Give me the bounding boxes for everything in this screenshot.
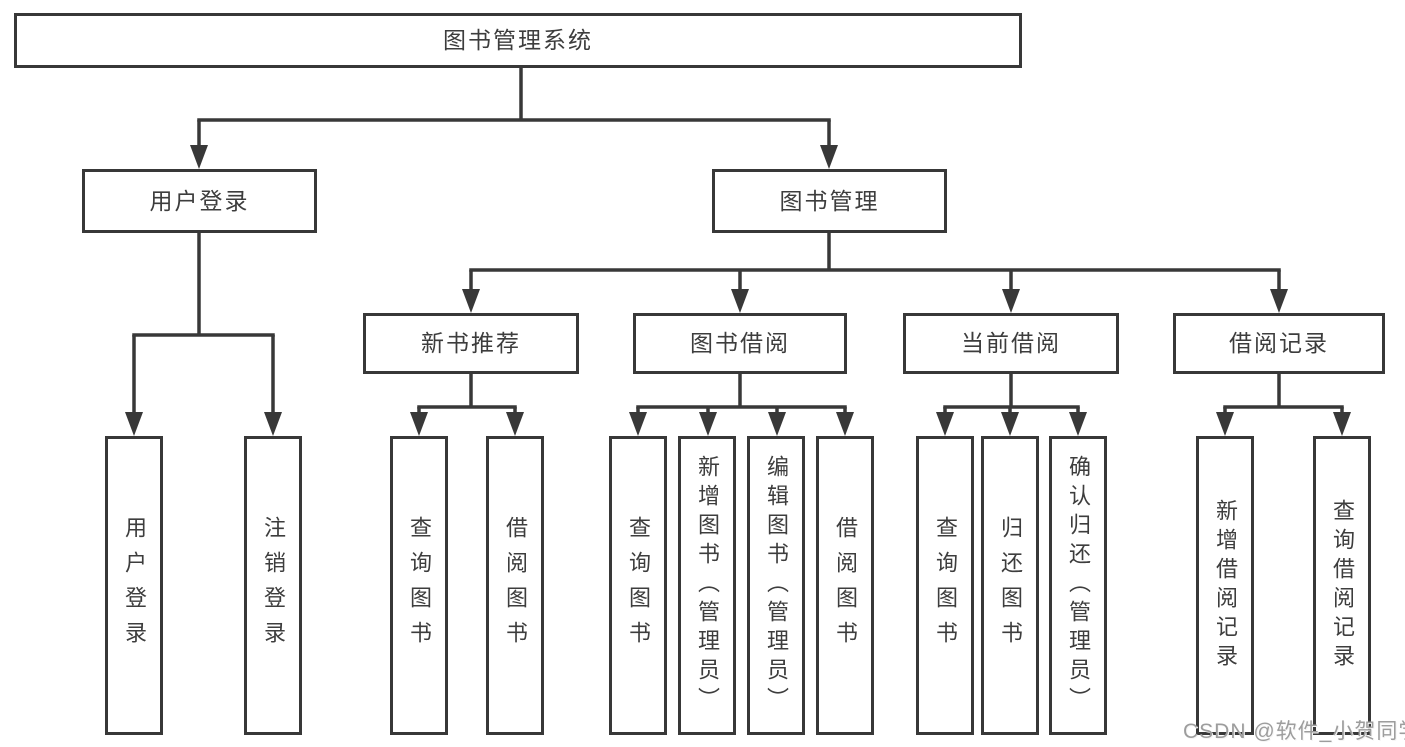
leaf-edit-book-admin: 编辑图书（管理员） xyxy=(747,436,805,735)
leaf-add-borrow-record: 新增借阅记录 xyxy=(1196,436,1254,735)
leaf-add-book-admin: 新增图书（管理员） xyxy=(678,436,736,735)
leaf-confirm-return-admin: 确认归还（管理员） xyxy=(1049,436,1107,735)
node-current-borrowing: 当前借阅 xyxy=(903,313,1119,374)
leaf-query-books-current: 查询图书 xyxy=(916,436,974,735)
leaf-borrow-books-recommend: 借阅图书 xyxy=(486,436,544,735)
leaf-query-books-borrowing: 查询图书 xyxy=(609,436,667,735)
node-book-management-system: 图书管理系统 xyxy=(14,13,1022,68)
leaf-query-books-recommend: 查询图书 xyxy=(390,436,448,735)
leaf-borrow-books-borrowing: 借阅图书 xyxy=(816,436,874,735)
leaf-user-login: 用户登录 xyxy=(105,436,163,735)
leaf-return-books: 归还图书 xyxy=(981,436,1039,735)
node-new-book-recommendation: 新书推荐 xyxy=(363,313,579,374)
node-user-login: 用户登录 xyxy=(82,169,317,233)
csdn-watermark: CSDN @软件_小贺同学 xyxy=(1183,720,1405,743)
leaf-logout: 注销登录 xyxy=(244,436,302,735)
node-borrowing-records: 借阅记录 xyxy=(1173,313,1385,374)
node-book-management: 图书管理 xyxy=(712,169,947,233)
leaf-query-borrow-record: 查询借阅记录 xyxy=(1313,436,1371,735)
node-book-borrowing: 图书借阅 xyxy=(633,313,847,374)
